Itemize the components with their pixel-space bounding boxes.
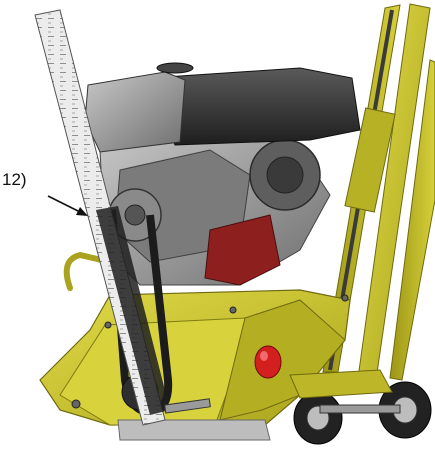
fuel-tank (149, 67, 361, 146)
depth-gauge-ruler (34, 9, 211, 426)
handle-bracket (344, 107, 396, 213)
wheel-rear (293, 391, 343, 445)
callout-number: 12) (2, 170, 27, 189)
gauge-pin (164, 398, 211, 414)
lift-handle (63, 251, 113, 291)
red-knob (254, 345, 282, 379)
callout-arrow (47, 195, 88, 216)
air-filter (84, 71, 186, 153)
gauge-rack (96, 206, 170, 415)
drum-cover (117, 419, 271, 441)
belt-guard (204, 214, 281, 286)
wheel-front (378, 381, 432, 439)
handle-frame (322, 3, 435, 381)
engine (84, 62, 361, 286)
fuel-cap (156, 62, 194, 74)
wheel-axle (319, 404, 401, 414)
wheel-bracket (289, 369, 393, 399)
